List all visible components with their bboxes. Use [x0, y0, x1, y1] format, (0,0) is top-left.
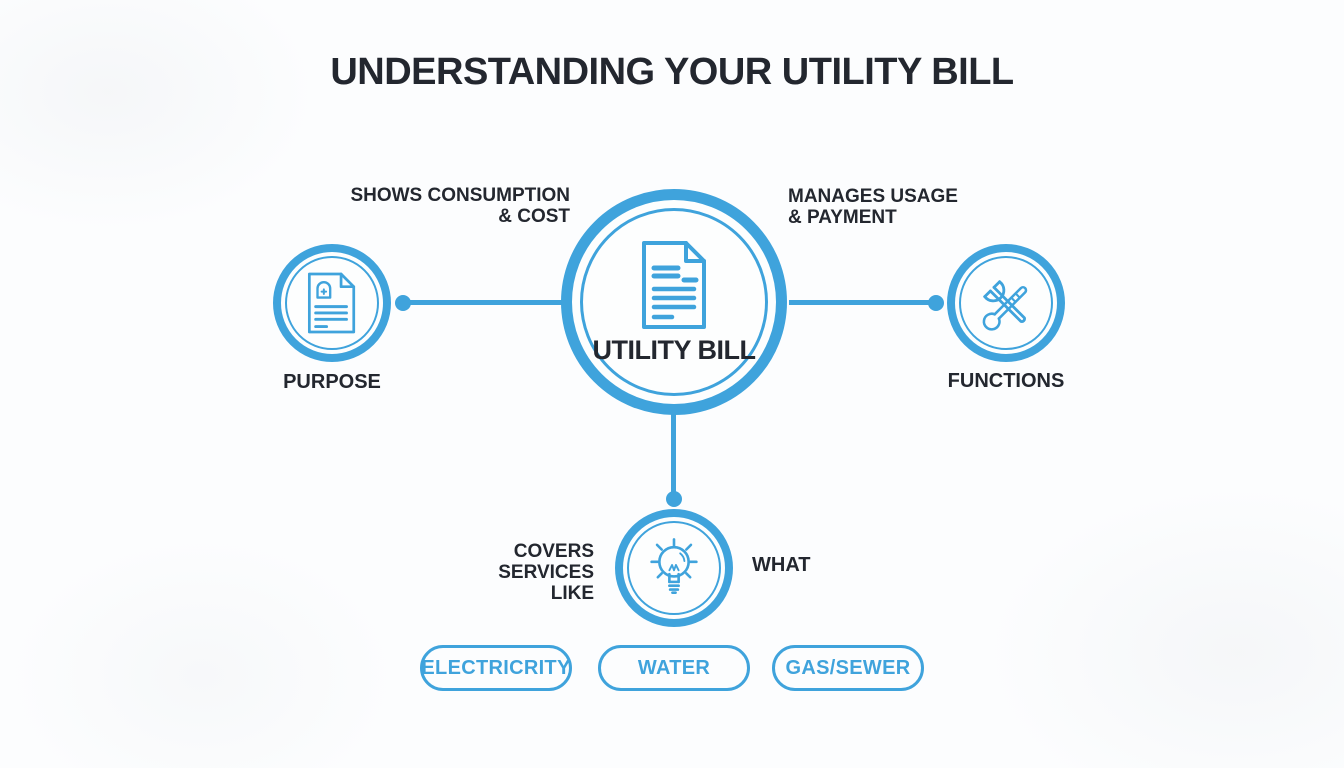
- functions-node-circle: [947, 244, 1065, 362]
- what-annotation: COVERS SERVICES LIKE: [498, 541, 594, 604]
- center-node-circle: UTILITY BILL: [561, 189, 787, 415]
- invoice-document-icon: [303, 269, 361, 337]
- connector-bottom: [671, 413, 676, 499]
- service-pill-electricity: ELECTRICRITY: [420, 645, 572, 691]
- connector-right: [789, 300, 937, 305]
- what-node-circle: [615, 509, 733, 627]
- purpose-node-circle: [273, 244, 391, 362]
- lightbulb-icon: [637, 531, 711, 605]
- what-node-label: WHAT: [752, 554, 811, 576]
- functions-node-label: FUNCTIONS: [947, 370, 1065, 392]
- center-node-label: UTILITY BILL: [592, 334, 757, 365]
- wrench-screwdriver-icon: [972, 269, 1040, 337]
- connector-bottom-dot: [666, 491, 682, 507]
- bill-document-icon: [636, 239, 712, 331]
- service-pill-water: WATER: [598, 645, 750, 691]
- purpose-node-label: PURPOSE: [283, 371, 381, 393]
- connector-left-dot: [395, 295, 411, 311]
- functions-annotation: MANAGES USAGE & PAYMENT: [788, 186, 958, 228]
- connector-right-dot: [928, 295, 944, 311]
- purpose-annotation: SHOWS CONSUMPTION & COST: [350, 185, 570, 227]
- service-pill-gas-sewer: GAS/SEWER: [772, 645, 924, 691]
- page-title: UNDERSTANDING YOUR UTILITY BILL: [330, 51, 1014, 93]
- connector-left: [403, 300, 563, 305]
